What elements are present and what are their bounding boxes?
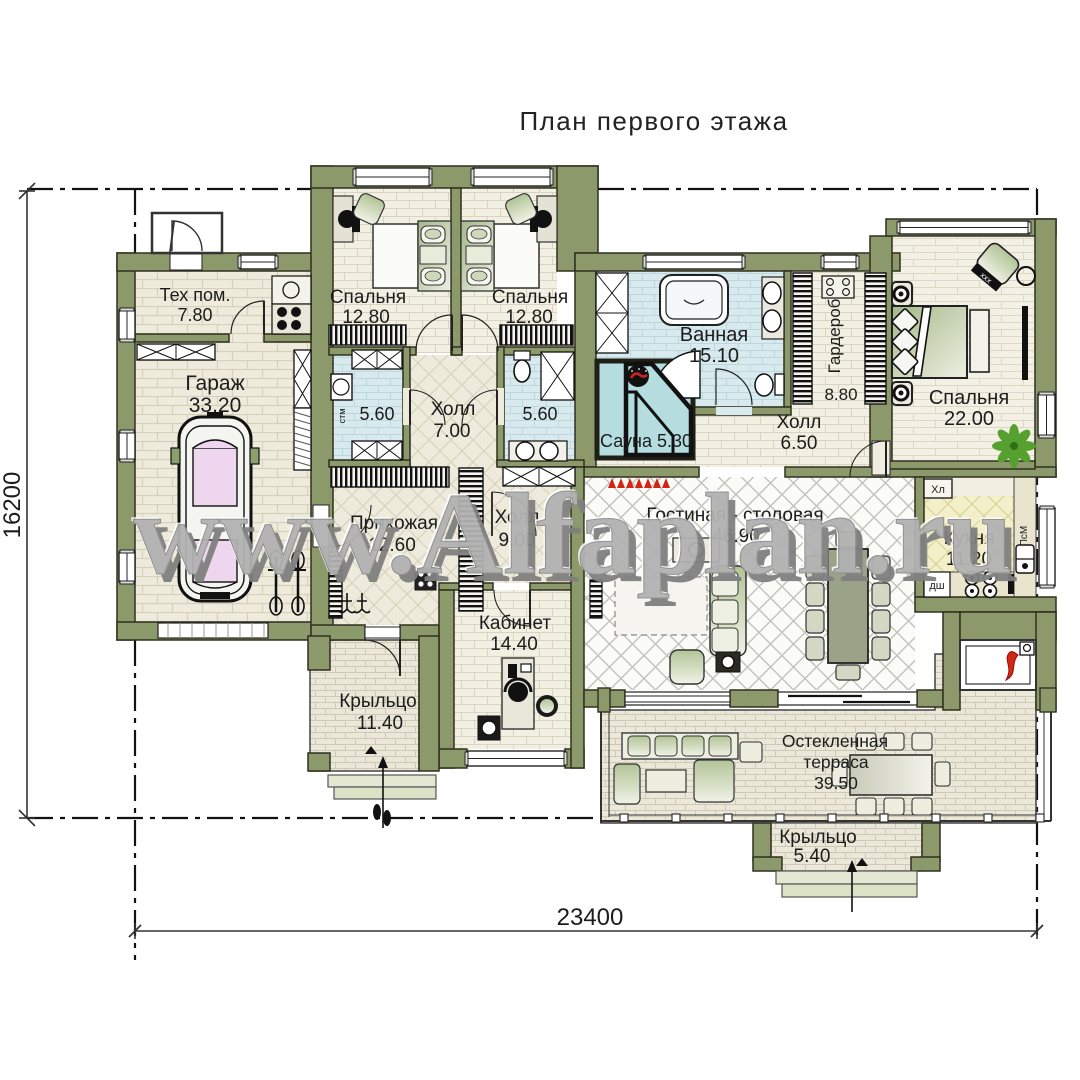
svg-text:14.40: 14.40 <box>490 634 538 655</box>
svg-text:План первого этажа: План первого этажа <box>519 106 788 136</box>
svg-text:Крыльцо: Крыльцо <box>339 691 417 712</box>
svg-text:7.00: 7.00 <box>434 421 471 442</box>
svg-text:6.50: 6.50 <box>781 433 818 454</box>
svg-text:33.20: 33.20 <box>189 394 242 417</box>
svg-text:7.80: 7.80 <box>177 305 212 325</box>
svg-text:46.90: 46.90 <box>712 526 760 547</box>
svg-text:Холл: Холл <box>495 507 540 528</box>
svg-text:дш: дш <box>929 580 944 592</box>
svg-text:Ванная: Ванная <box>680 324 749 346</box>
svg-text:Спальня: Спальня <box>330 287 406 308</box>
svg-text:Кухня: Кухня <box>944 528 995 549</box>
svg-text:Спальня: Спальня <box>929 387 1009 409</box>
svg-text:ПсМ: ПсМ <box>1019 526 1030 547</box>
svg-text:Холл: Холл <box>431 399 476 420</box>
svg-text:www.Alfaplan.ru: www.Alfaplan.ru <box>133 470 1013 599</box>
svg-text:12.80: 12.80 <box>342 307 390 328</box>
svg-text:стм: стм <box>337 409 347 424</box>
svg-text:9.00: 9.00 <box>499 530 536 551</box>
svg-text:12.60: 12.60 <box>368 535 416 556</box>
svg-text:5.40: 5.40 <box>794 846 831 867</box>
svg-text:Прихожая: Прихожая <box>350 513 438 534</box>
svg-text:Сауна 5.30: Сауна 5.30 <box>600 431 692 451</box>
svg-text:11.20: 11.20 <box>946 549 992 570</box>
svg-text:Кабинет: Кабинет <box>479 613 552 634</box>
svg-text:Тех пом.: Тех пом. <box>160 285 231 305</box>
svg-text:22.00: 22.00 <box>944 408 994 430</box>
svg-text:5.60: 5.60 <box>359 404 394 424</box>
svg-text:Гараж: Гараж <box>185 372 244 395</box>
svg-text:Крыльцо: Крыльцо <box>779 827 857 848</box>
svg-text:5.60: 5.60 <box>522 404 557 424</box>
svg-text:www.Alfaplan.ru: www.Alfaplan.ru <box>131 468 1011 597</box>
svg-text:Холл: Холл <box>777 412 822 433</box>
svg-text:16200: 16200 <box>0 472 26 539</box>
svg-text:Гостиная - столовая: Гостиная - столовая <box>646 505 823 526</box>
svg-text:терраса: терраса <box>803 752 868 772</box>
svg-text:15.10: 15.10 <box>689 345 739 367</box>
svg-text:23400: 23400 <box>557 904 624 931</box>
svg-text:Хл: Хл <box>931 484 945 496</box>
svg-text:12.80: 12.80 <box>505 307 553 328</box>
svg-text:39.50: 39.50 <box>814 773 858 793</box>
svg-text:8.80: 8.80 <box>824 385 857 404</box>
svg-text:Спальня: Спальня <box>492 287 568 308</box>
svg-text:www.Alfaplan.ru: www.Alfaplan.ru <box>140 478 1020 607</box>
svg-text:Остекленная: Остекленная <box>782 731 888 751</box>
svg-text:11.40: 11.40 <box>357 713 403 734</box>
svg-text:Гардероб: Гардероб <box>825 298 844 373</box>
